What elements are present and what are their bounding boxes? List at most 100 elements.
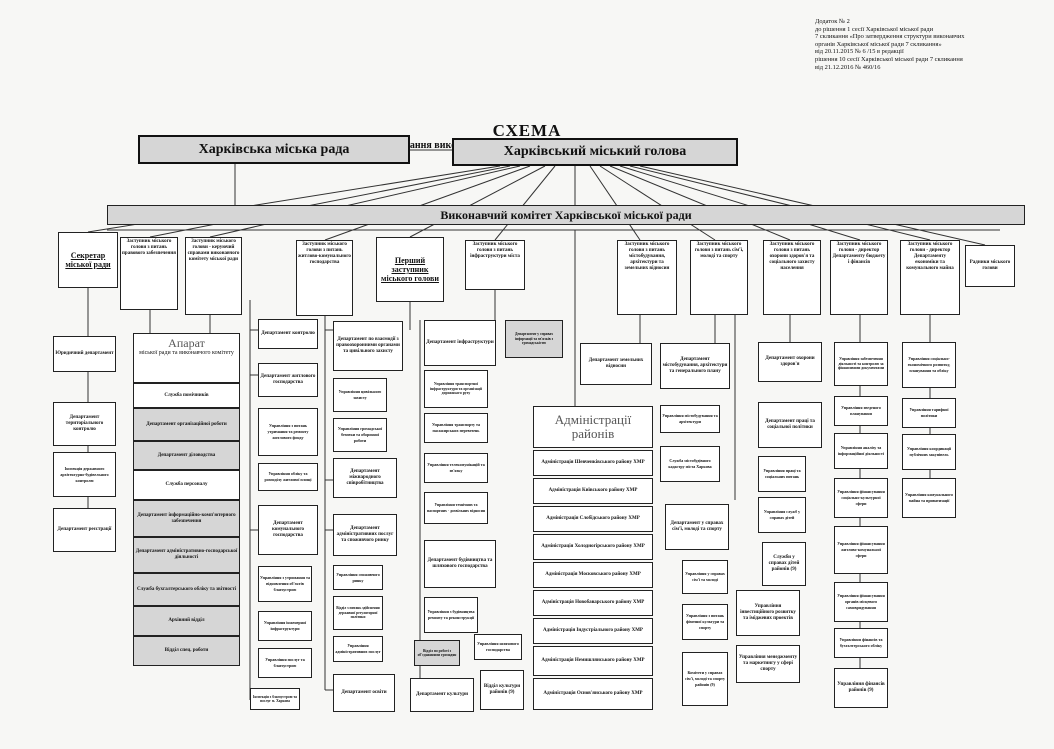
annex-line: Додаток № 2 — [815, 18, 850, 25]
construction-office-box: Управління з будівництва ремонту та реко… — [424, 597, 478, 633]
law-enforcement-department-box: Департамент по взаємодії з правоохоронни… — [333, 321, 403, 371]
children-services-office-box: Управління служб у справах дітей — [758, 497, 806, 533]
land-relations-department-box: Департамент земельних відносин — [580, 343, 652, 385]
housing-allocation-office-box: Управління обліку та розподілу житлової … — [258, 463, 318, 491]
district-admin-item: Адміністрація Шевченківського району ХМР — [533, 450, 653, 476]
budget-office-box: Управління аналізу та інформаційної діял… — [834, 433, 888, 469]
vice-infra-box: Заступник міського голови з питань інфра… — [465, 240, 525, 290]
family-department-box: Департамент у справах сім'ї, молоді та с… — [665, 504, 729, 550]
construction-department-box: Департамент будівництва та шляхового гос… — [424, 540, 496, 588]
roads-office-box: Управління шляхового господарства — [474, 634, 522, 660]
vice-affairs-box: Заступник міського голови - керуючий спр… — [185, 237, 242, 315]
apparat-item: Департамент адміністративно-господарсько… — [133, 537, 240, 573]
culture-department-box: Департамент культури — [410, 678, 474, 712]
admin-services-department-box: Департамент адміністративних послуг та с… — [333, 514, 397, 556]
housing-repair-office-box: Управління з питань утримання та ремонту… — [258, 408, 318, 456]
chart-title: СХЕМА — [492, 121, 562, 140]
apparat-item: Архівний відділ — [133, 606, 240, 636]
registration-department-box: Департамент реєстрації — [53, 508, 116, 552]
apparat-title: Апарат — [168, 336, 205, 350]
technical-permits-office-box: Управління технічних та паспортних - доз… — [424, 492, 488, 524]
apparat-subtitle: міської ради та виконавчого комітету — [139, 350, 234, 356]
district-admin-item: Адміністрація Холодногірського району ХМ… — [533, 534, 653, 560]
regulatory-policy-unit-box: Відділ з питань здійснення державної рег… — [333, 596, 383, 630]
telecom-office-box: Управління телекомунікацій та зв'язку — [424, 453, 488, 483]
exec-committee-box: Виконавчий комітет Харківської міської р… — [107, 205, 1025, 225]
economy-office-box: Управління соціально-економічного розвит… — [902, 342, 956, 388]
advisers-box: Радники міського голови — [965, 245, 1015, 287]
vice-family-box: Заступник міського голови з питань сім'ї… — [690, 240, 748, 315]
social-policy-department-box: Департамент праці та соціальної політики — [758, 402, 822, 448]
services-office-box: Управління послуг та благоустрою — [258, 648, 312, 678]
budget-office-box: Управління забезпечення діяльності та ко… — [834, 342, 888, 386]
investment-office-box: Управління інвестиційного розвитку та ім… — [736, 590, 800, 636]
cadastre-service-box: Служба містобудівного кадастру міста Хар… — [660, 446, 720, 482]
district-finance-offices-box: Управління фінансів районів (9) — [834, 668, 888, 708]
annex-line: від 20.11.2015 № 6 /15 в редакції — [815, 48, 904, 56]
landscaping-office-box: Управління з утримання та відновлення об… — [258, 566, 312, 602]
communal-department-box: Департамент комунального господарства — [258, 505, 318, 555]
district-admin-item: Адміністрація Слобідського району ХМР — [533, 506, 653, 532]
landscaping-inspection-box: Інспекція з благоустрою та послуг м. Хар… — [250, 688, 300, 710]
apparat-item: Департамент інформаційно-комп'ютерного з… — [133, 500, 240, 537]
first-deputy-box: Перший заступник міського голови — [376, 237, 444, 302]
civic-associations-unit-box: Відділ по роботі з об'єднаннями громадян — [414, 640, 460, 666]
economy-office-box: Управління координації публічних закупів… — [902, 434, 956, 470]
apparat-item: Служба бухгалтерського обліку та звітнос… — [133, 573, 240, 606]
budget-office-box: Управління зведеного планування — [834, 396, 888, 426]
annex-line: органів Харківської міської ради 7 склик… — [815, 40, 942, 48]
vice-economy-box: Заступник міського голови - директор Деп… — [900, 240, 960, 315]
annex-line: від 21.12.2016 № 460/16 — [815, 63, 881, 71]
health-department-box: Департамент охорони здоров'я — [758, 342, 822, 382]
mayor-box: Харківський міський голова — [452, 138, 738, 166]
passenger-transport-office-box: Управління транспорту та пасажирських пе… — [424, 413, 488, 443]
district-admin-item: Адміністрація Індустріального району ХМР — [533, 618, 653, 644]
district-culture-units-box: Відділ культури районів (9) — [480, 670, 524, 710]
district-admin-item: Адміністрація Московського району ХМР — [533, 562, 653, 588]
annex-line: до рішення 1 сесії Харківської міської р… — [815, 25, 934, 33]
education-department-box: Департамент освіти — [333, 674, 395, 712]
apparat-header: Апарат міської ради та виконавчого коміт… — [133, 333, 240, 383]
vice-budget-box: Заступник міського голови - директор Деп… — [830, 240, 888, 315]
architecture-inspection-box: Інспекція державного архітектурно-будіве… — [53, 452, 116, 497]
city-council-box: Харківська міська рада — [138, 135, 410, 164]
apparat-item: Служба персоналу — [133, 470, 240, 500]
admin-services-office-box: Управління адміністративних послуг — [333, 636, 383, 662]
district-admin-item: Адміністрація Основ'янського району ХМР — [533, 678, 653, 710]
annex-line: рішення 10 сесії Харківської міської рад… — [815, 55, 963, 63]
district-children-services-box: Служби у справах дітей районів (9) — [762, 542, 806, 586]
infrastructure-department-box: Департамент інфраструктури — [424, 320, 496, 366]
consumer-market-office-box: Управління споживчого ринку — [333, 565, 383, 590]
housing-department-box: Департамент житлового господарства — [258, 363, 318, 397]
budget-office-box: Управління фінансів та бухгалтерського о… — [834, 628, 888, 658]
control-department-box: Департамент контролю — [258, 319, 318, 349]
apparat-item: Департамент організаційної роботи — [133, 408, 240, 441]
information-department-box: Департамент у справах інформації та зв'я… — [505, 320, 563, 358]
apparat-item: Департамент діловодства — [133, 441, 240, 470]
budget-office-box: Управління фінансування соціально-культу… — [834, 478, 888, 518]
vice-arch-box: Заступник міського голови з питань місто… — [617, 240, 677, 315]
economy-office-box: Управління комунального майна та привати… — [902, 478, 956, 518]
sports-office-box: Управління з питань фізичної культури та… — [682, 604, 728, 640]
district-admin-item: Адміністрація Новобаварського району ХМР — [533, 590, 653, 616]
budget-office-box: Управління фінансування органів місцевог… — [834, 582, 888, 622]
territorial-control-box: Департамент територіального контролю — [53, 402, 116, 446]
economy-office-box: Управління тарифної політики — [902, 398, 956, 428]
district-family-committees-box: Комітети у справах сім'ї, молоді та спор… — [682, 652, 728, 706]
family-youth-office-box: Управління у справах сім'ї та молоді — [682, 560, 728, 594]
district-admin-item: Адміністрація Київського району ХМР — [533, 478, 653, 504]
district-admins-header: Адміністрації районів — [533, 406, 653, 448]
labor-social-office-box: Управління праці та соціальних питань — [758, 456, 806, 492]
budget-office-box: Управління фінансування житлово-комуналь… — [834, 526, 888, 574]
legal-department-box: Юридичний департамент — [53, 336, 116, 372]
district-admin-item: Адміністрація Немишлянського району ХМР — [533, 646, 653, 676]
apparat-item: Служба помічників — [133, 383, 240, 408]
urban-planning-department-box: Департамент містобудування, архітектури … — [660, 343, 730, 389]
annex-line: 7 скликання «Про затвердження структури … — [815, 33, 965, 41]
urban-planning-office-box: Управління містобудування та архітектури — [660, 405, 720, 433]
civil-defense-office-box: Управління цивільного захисту — [333, 378, 387, 412]
public-security-office-box: Управління громадської безпеки та оборон… — [333, 418, 387, 452]
international-department-box: Департамент міжнародного співробітництва — [333, 458, 397, 498]
vice-legal-box: Заступник міського голови з питань право… — [120, 237, 178, 310]
